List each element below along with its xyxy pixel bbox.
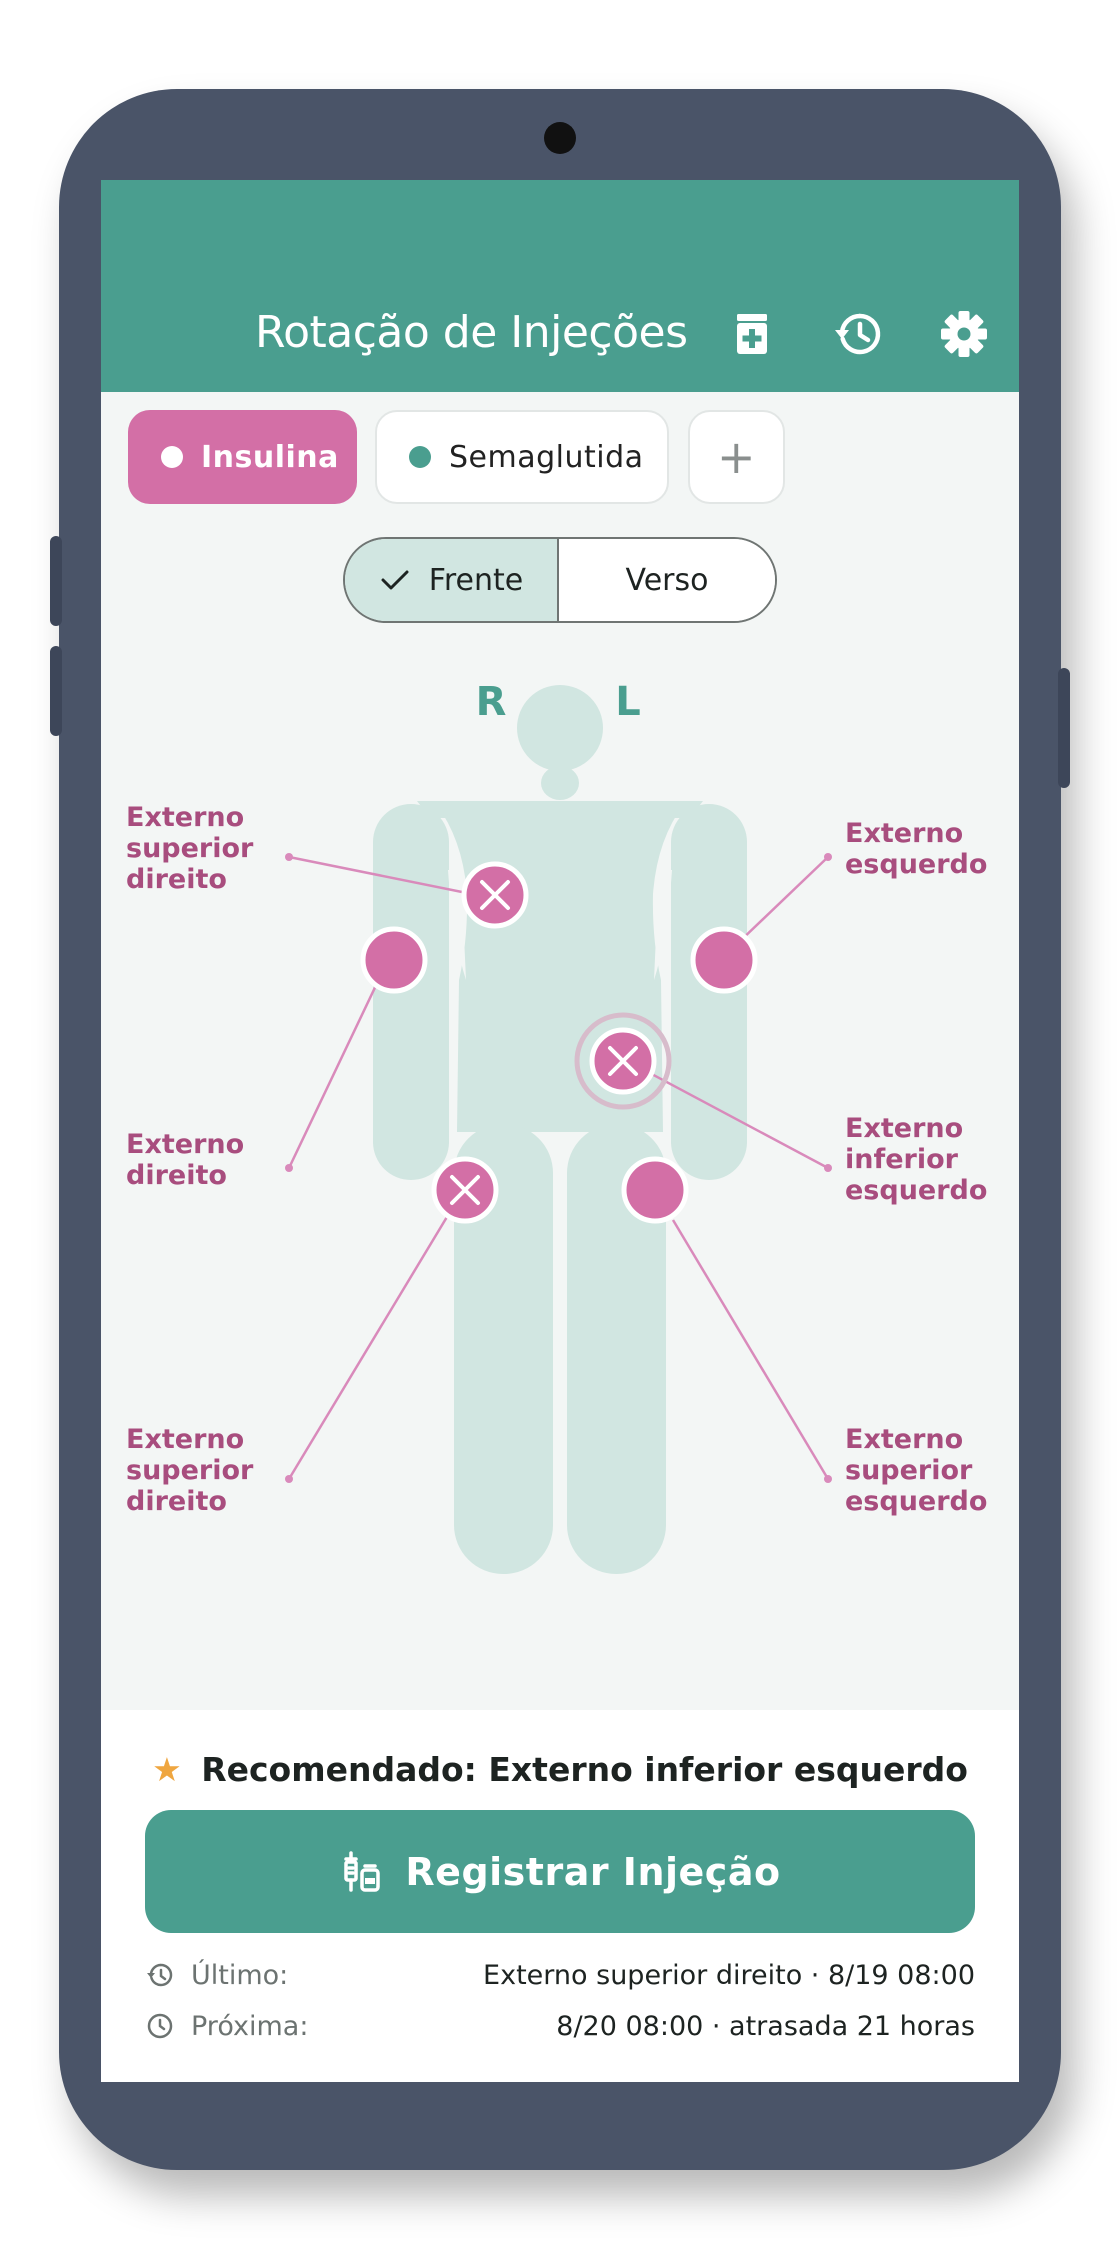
medication-color-dot <box>161 446 183 468</box>
label-right-thigh[interactable]: Externo superior direito <box>126 1424 263 1517</box>
body-silhouette <box>373 685 747 1574</box>
used-site-x-icon <box>608 1046 638 1076</box>
label-lower-left-abdomen[interactable]: Externo inferior esquerdo <box>845 1113 987 1206</box>
medication-icon[interactable] <box>726 308 778 360</box>
site-right-thigh[interactable] <box>431 1156 499 1224</box>
site-lower-left-abdomen[interactable] <box>589 1027 657 1095</box>
body-map: R L <box>126 679 987 1574</box>
last-injection-label: Último: <box>191 1959 289 1991</box>
star-icon: ★ <box>152 1750 182 1789</box>
tab-back-label: Verso <box>625 562 709 598</box>
label-right-arm[interactable]: Externo direito <box>126 1129 254 1191</box>
view-toggle: Frente Verso <box>343 537 777 623</box>
app-screen: Rotação de Injeções <box>101 180 1019 2082</box>
used-site-x-icon <box>450 1175 480 1205</box>
history-icon <box>147 1963 173 1987</box>
history-icon[interactable] <box>832 308 884 360</box>
last-injection-row: Último: Externo superior direito · 8/19 … <box>145 1955 975 1995</box>
label-left-arm[interactable]: Externo esquerdo <box>845 818 987 880</box>
label-upper-right-chest[interactable]: Externo superior direito <box>126 802 263 895</box>
medication-chip-label: Insulina <box>201 439 339 475</box>
front-camera <box>544 122 576 154</box>
right-side-marker: R <box>476 679 507 725</box>
label-left-thigh[interactable]: Externo superior esquerdo <box>845 1424 987 1517</box>
clock-icon <box>147 2013 173 2039</box>
next-injection-label: Próxima: <box>191 2010 309 2042</box>
site-right-arm[interactable] <box>360 926 428 994</box>
tab-back[interactable]: Verso <box>559 539 775 621</box>
phone-volume-down <box>50 646 62 736</box>
next-injection-row: Próxima: 8/20 08:00 · atrasada 21 horas <box>145 2006 975 2046</box>
left-side-marker: L <box>615 679 641 725</box>
bottom-panel: ★ Recomendado: Externo inferior esquerdo… <box>101 1710 1019 2082</box>
register-injection-button[interactable]: Registrar Injeção <box>145 1810 975 1933</box>
site-upper-right-chest[interactable] <box>461 861 529 929</box>
medication-color-dot <box>409 446 431 468</box>
register-injection-label: Registrar Injeção <box>405 1849 781 1894</box>
recommendation-row: ★ Recomendado: Externo inferior esquerdo <box>101 1750 1019 1789</box>
plus-icon: + <box>716 430 757 484</box>
recommended-site-ring <box>574 1012 672 1110</box>
medication-chip-insulina[interactable]: Insulina <box>128 410 357 504</box>
used-site-x-icon <box>480 880 510 910</box>
phone-power-button <box>1058 668 1070 788</box>
last-injection-value: Externo superior direito · 8/19 08:00 <box>483 1959 975 1991</box>
medication-chip-label: Semaglutida <box>449 439 644 475</box>
page-title: Rotação de Injeções <box>255 307 688 358</box>
next-injection-value: 8/20 08:00 · atrasada 21 horas <box>556 2010 975 2042</box>
medication-chip-semaglutida[interactable]: Semaglutida <box>375 410 669 504</box>
app-bar: Rotação de Injeções <box>101 180 1019 392</box>
syringe-vial-icon <box>344 1850 381 1892</box>
add-medication-button[interactable]: + <box>688 410 785 504</box>
site-left-arm[interactable] <box>690 926 758 994</box>
tab-front[interactable]: Frente <box>345 539 560 621</box>
recommendation-text: Recomendado: Externo inferior esquerdo <box>201 1750 968 1789</box>
site-left-thigh[interactable] <box>621 1156 689 1224</box>
settings-icon[interactable] <box>938 308 990 360</box>
tab-front-label: Frente <box>428 562 524 598</box>
check-icon <box>381 570 409 590</box>
phone-volume-up <box>50 536 62 626</box>
